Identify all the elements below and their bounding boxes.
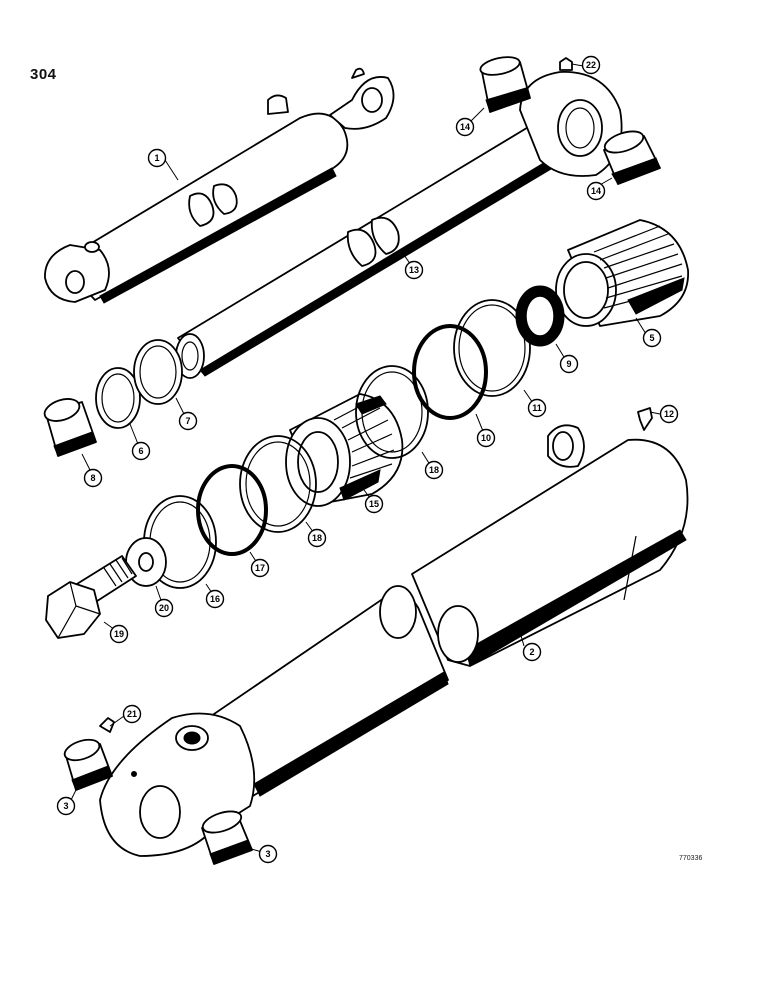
svg-text:12: 12 xyxy=(664,409,674,419)
callout-19: 19 xyxy=(109,624,129,644)
callout-18-lower: 18 xyxy=(307,528,327,548)
svg-text:21: 21 xyxy=(127,709,137,719)
callout-21: 21 xyxy=(122,704,142,724)
svg-text:1: 1 xyxy=(154,153,159,163)
svg-text:17: 17 xyxy=(255,563,265,573)
rod-seal-part xyxy=(515,285,565,347)
callout-20: 20 xyxy=(154,598,174,618)
wiper-seal-part-8 xyxy=(43,398,97,457)
svg-text:15: 15 xyxy=(369,499,379,509)
svg-text:20: 20 xyxy=(159,603,169,613)
piston-ring-part-18-lower xyxy=(239,435,317,533)
cylinder-assembly-part xyxy=(44,67,395,304)
base-bushing-right xyxy=(201,810,253,865)
drawing-code: 770336 xyxy=(679,855,703,862)
callout-13: 13 xyxy=(404,260,424,280)
piston-ring-part-18-upper xyxy=(355,365,429,459)
svg-text:22: 22 xyxy=(586,60,596,70)
callout-3-right: 3 xyxy=(258,844,278,864)
callout-6: 6 xyxy=(131,441,151,461)
grease-fitting-part xyxy=(559,57,573,71)
callout-9: 9 xyxy=(559,354,579,374)
gland-part xyxy=(555,219,689,327)
o-ring-part-17 xyxy=(196,464,268,556)
ring-part-7 xyxy=(133,339,183,405)
svg-text:3: 3 xyxy=(265,849,270,859)
bolt-part xyxy=(45,555,137,639)
callout-15: 15 xyxy=(364,494,384,514)
rod-eye-bushing-right xyxy=(603,130,661,185)
callout-14-right: 14 xyxy=(586,181,606,201)
svg-text:5: 5 xyxy=(649,333,654,343)
callout-8: 8 xyxy=(83,468,103,488)
o-ring-part-10 xyxy=(412,324,488,420)
plug-part xyxy=(637,407,653,431)
callout-18-upper: 18 xyxy=(424,460,444,480)
callout-16: 16 xyxy=(205,589,225,609)
svg-text:10: 10 xyxy=(481,433,491,443)
svg-text:9: 9 xyxy=(566,359,571,369)
svg-text:14: 14 xyxy=(591,186,601,196)
callout-14-top: 14 xyxy=(455,117,475,137)
svg-text:13: 13 xyxy=(409,265,419,275)
svg-text:16: 16 xyxy=(210,594,220,604)
page-number: 304 xyxy=(30,66,57,83)
base-bushing-left xyxy=(63,738,113,791)
callout-7: 7 xyxy=(178,411,198,431)
svg-text:3: 3 xyxy=(63,801,68,811)
callout-10: 10 xyxy=(476,428,496,448)
svg-text:18: 18 xyxy=(312,533,322,543)
piston-rod-part xyxy=(175,71,623,379)
callout-17: 17 xyxy=(250,558,270,578)
svg-text:8: 8 xyxy=(90,473,95,483)
grease-fitting-part-21 xyxy=(99,717,115,733)
callout-2: 2 xyxy=(522,642,542,662)
backup-ring-part-11 xyxy=(453,299,531,397)
svg-text:19: 19 xyxy=(114,629,124,639)
svg-text:18: 18 xyxy=(429,465,439,475)
callout-5: 5 xyxy=(642,328,662,348)
svg-text:6: 6 xyxy=(138,446,143,456)
ring-part-6 xyxy=(95,367,141,429)
svg-text:7: 7 xyxy=(185,416,190,426)
callout-1: 1 xyxy=(147,148,167,168)
piston-part xyxy=(285,393,404,507)
cylinder-barrel-part xyxy=(99,424,689,857)
callout-22: 22 xyxy=(581,55,601,75)
svg-text:14: 14 xyxy=(460,122,470,132)
callout-11: 11 xyxy=(527,398,547,418)
callout-3-left: 3 xyxy=(56,796,76,816)
rod-eye-bushing-top xyxy=(479,56,531,113)
callout-12: 12 xyxy=(659,404,679,424)
svg-text:2: 2 xyxy=(529,647,534,657)
svg-text:11: 11 xyxy=(532,403,542,413)
